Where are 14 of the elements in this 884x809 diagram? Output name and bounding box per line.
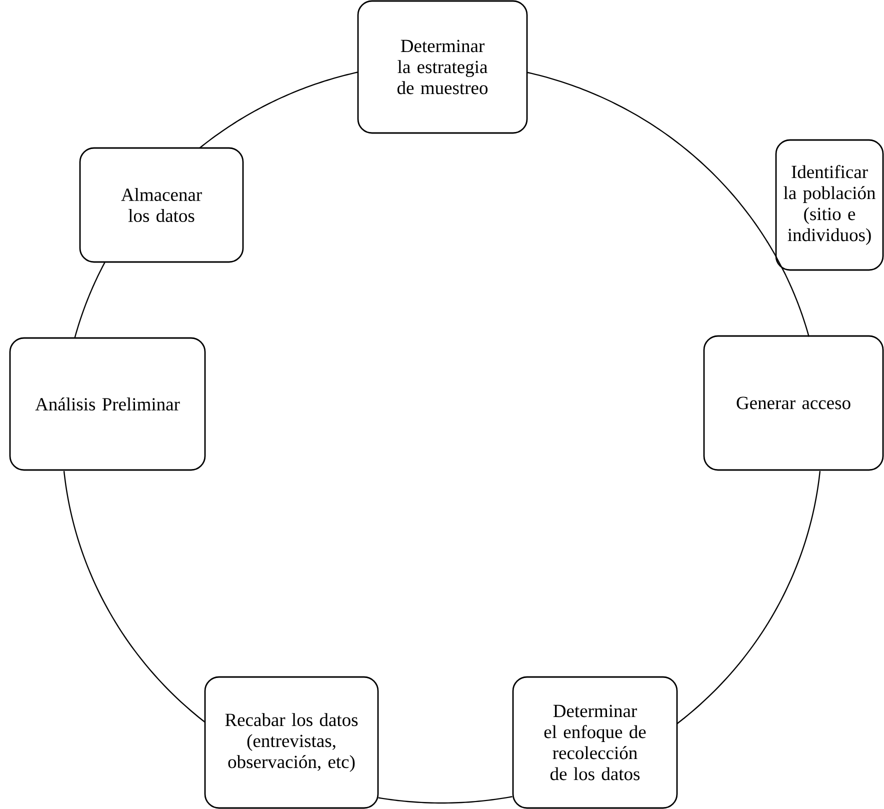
process-box: Análisis Preliminar — [9, 337, 206, 471]
process-box: Identificar la población (sitio e individuos) — [775, 139, 884, 271]
connector-arc — [199, 72, 358, 148]
process-box: Generar acceso — [703, 335, 884, 471]
connector-arc — [63, 470, 206, 723]
connector-arc — [766, 241, 810, 337]
connector-arc — [527, 72, 768, 242]
process-box: Determinar el enfoque de recolección de los datos — [512, 676, 678, 809]
connector-arc — [378, 796, 512, 804]
connector-arc — [74, 262, 106, 338]
connector-arc — [677, 471, 821, 724]
process-box: Almacenar los datos — [79, 147, 244, 263]
process-box: Recabar los datos (entrevistas, observación, etc) — [204, 676, 379, 809]
process-box: Determinar la estrategia de muestreo — [357, 0, 528, 134]
